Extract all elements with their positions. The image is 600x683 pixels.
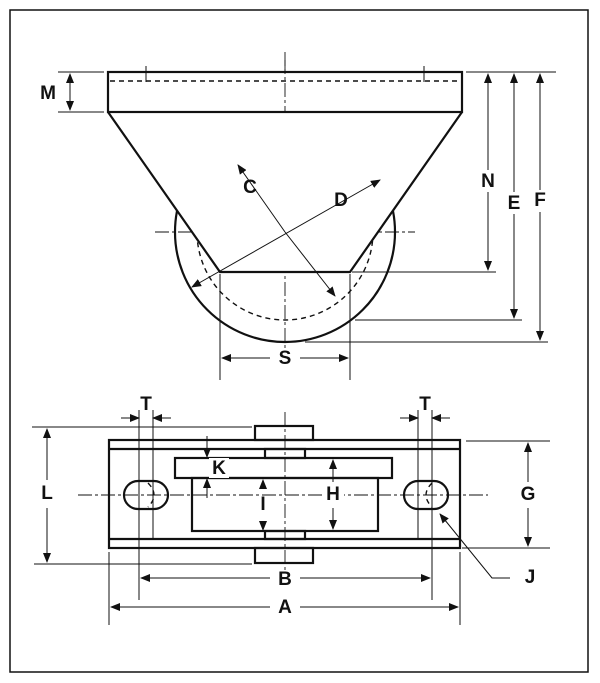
top-view: C D M N E F S [40, 52, 556, 380]
label-i: I [260, 494, 265, 515]
label-h: H [326, 484, 340, 505]
label-l: L [41, 483, 53, 504]
label-a: A [278, 597, 292, 618]
label-d: D [334, 190, 348, 211]
label-g: G [521, 484, 536, 505]
label-m: M [40, 83, 56, 104]
label-s: S [279, 348, 292, 369]
label-e: E [508, 193, 521, 214]
label-c: C [243, 177, 257, 198]
label-t-right: T [419, 394, 431, 415]
label-t-left: T [140, 394, 152, 415]
label-b: B [278, 569, 292, 590]
label-k: K [212, 458, 226, 479]
label-f: F [534, 190, 546, 211]
label-j: J [525, 567, 536, 588]
bottom-view: T T L K I H G J B [32, 394, 550, 625]
frame [107, 438, 462, 550]
label-n: N [481, 171, 495, 192]
